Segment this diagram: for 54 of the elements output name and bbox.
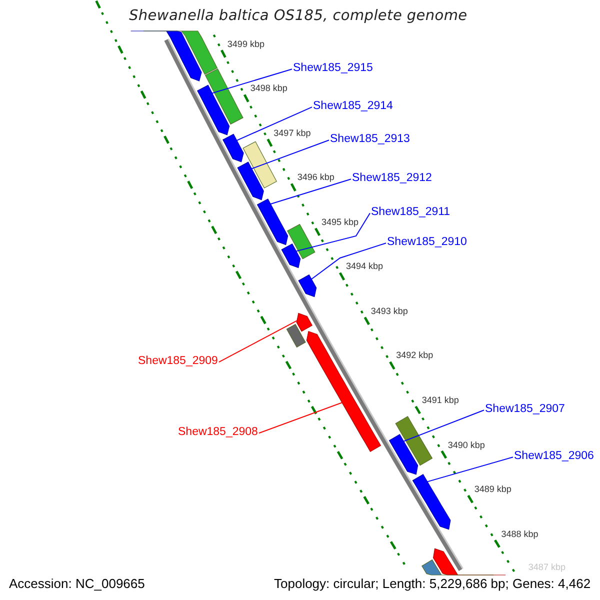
leader-line: [270, 178, 352, 204]
leader-line: [426, 456, 514, 482]
scale-label: 3493 kbp: [370, 306, 408, 316]
scale-label: 3497 kbp: [274, 128, 311, 138]
gene-segment: [256, 198, 288, 246]
scale-label: 3499 kbp: [227, 38, 264, 50]
leader-line: [236, 106, 312, 141]
scale-label: 3487 kbp: [528, 562, 566, 572]
scale-label: 3489 kbp: [474, 484, 512, 494]
scale-label: 3496 kbp: [297, 172, 334, 183]
gene-segment: [421, 559, 494, 576]
gene-segment: [197, 84, 230, 136]
gene-segment: [412, 474, 451, 530]
leader-line: [218, 320, 298, 363]
scale-label: 3498 kbp: [250, 83, 288, 94]
scale-label: 3492 kbp: [396, 350, 434, 361]
gene-segment: [143, 30, 218, 75]
scale-label: 3494 kbp: [346, 261, 384, 272]
gene-segment: [298, 274, 317, 298]
gene-segment: [286, 324, 306, 348]
leader-line: [251, 140, 330, 170]
scale-label: 3491 kbp: [422, 395, 459, 406]
gene-segment: [281, 244, 301, 268]
gene-segment: [204, 68, 244, 125]
gene-label: Shew185_2914: [313, 100, 393, 113]
gene-label: Shew185_2912: [352, 172, 432, 185]
gene-segment: [287, 224, 316, 260]
gene-segment: [395, 416, 433, 466]
gene-segment: [237, 162, 264, 200]
gene-segment: [222, 134, 244, 162]
scale-label: 3488 kbp: [501, 528, 538, 539]
scale-label: 3495 kbp: [322, 216, 359, 228]
gene-label: Shew185_2909: [138, 354, 218, 368]
gene-segment: [130, 30, 202, 82]
gene-segment: [242, 141, 277, 188]
gene-segment: [296, 312, 312, 332]
leader-line: [212, 68, 292, 94]
genome-summary: Topology: circular; Length: 5,229,686 bp; Genes: 4,462: [274, 577, 591, 592]
gene-segment: [306, 331, 382, 452]
gene-segment: [388, 434, 418, 475]
gene-label: Shew185_2906: [514, 450, 594, 463]
scale-label: 3490 kbp: [448, 440, 485, 450]
leader-line: [403, 410, 484, 442]
gene-label: Shew185_2910: [387, 236, 467, 249]
gene-segment: [432, 548, 506, 576]
gene-label: Shew185_2907: [485, 402, 565, 416]
leader-line: [296, 212, 370, 252]
leader-line: [258, 402, 342, 434]
gene-label: Shew185_2915: [293, 62, 373, 75]
accession-text: Accession: NC_009665: [9, 577, 145, 592]
gene-label: Shew185_2913: [330, 132, 410, 146]
leader-line: [311, 242, 386, 280]
gene-label: Shew185_2908: [178, 426, 258, 439]
gene-label: Shew185_2911: [371, 206, 450, 219]
